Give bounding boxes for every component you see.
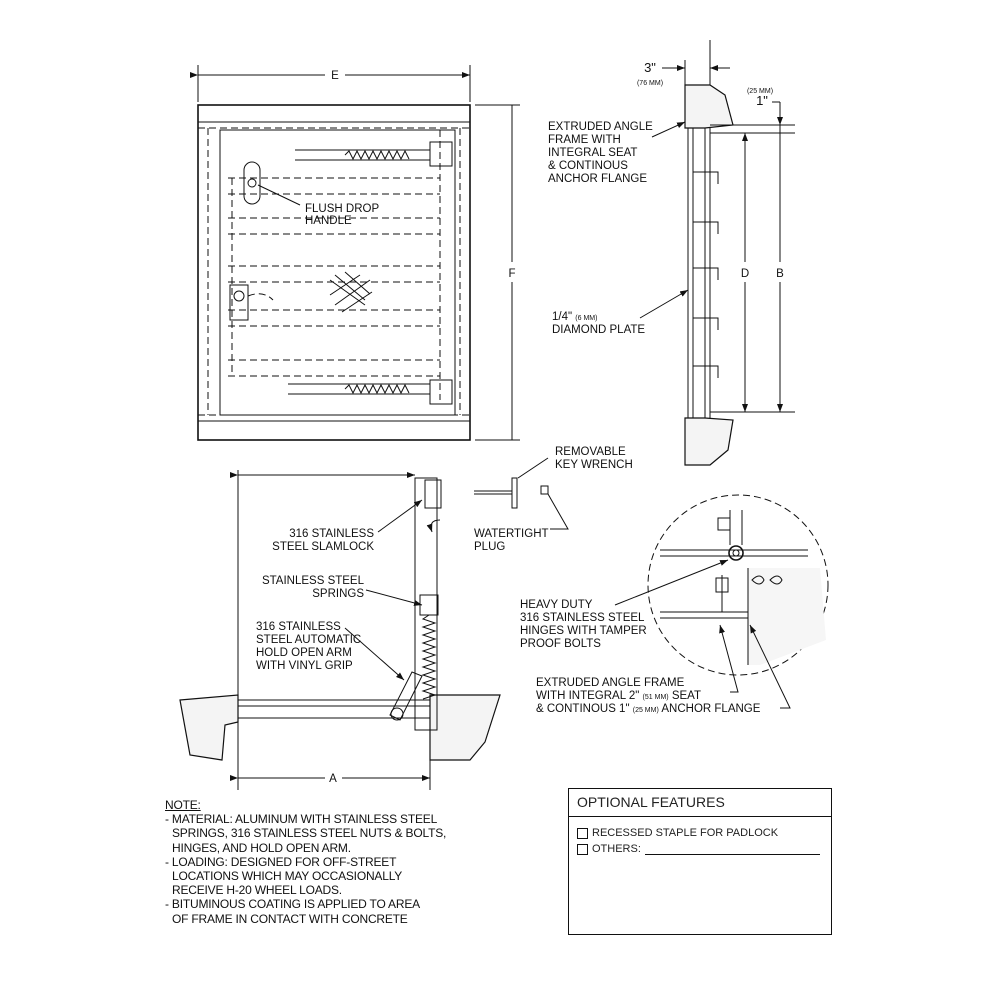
detail-frame-label-3: & CONTINOUS 1" (25 MM) ANCHOR FLANGE: [536, 703, 761, 715]
hinge-pin: [728, 545, 744, 561]
note-line: - MATERIAL: ALUMINUM WITH STAINLESS STEE…: [165, 812, 438, 827]
optional-features-title: OPTIONAL FEATURES: [569, 789, 831, 817]
side-section-view: 3" (76 MM) (25 MM) 1" D B EXTRUDED ANGLE…: [548, 40, 795, 466]
frame-label-1: EXTRUDED ANGLE: [548, 121, 653, 133]
note-line: OF FRAME IN CONTACT WITH CONCRETE: [172, 911, 408, 926]
note-line: HINGES, AND HOLD OPEN ARM.: [172, 840, 351, 855]
diamond-pattern-icon: [329, 271, 373, 313]
open-section-view: A 316 STAINLESS STEEL SLAMLOCK STAINLESS…: [179, 446, 633, 790]
plug-label-1: WATERTIGHT: [474, 528, 549, 540]
detail-frame-label-2: WITH INTEGRAL 2" (51 MM) SEAT: [536, 690, 701, 702]
door-panel: [219, 129, 456, 416]
arm-label-2: STEEL AUTOMATIC: [256, 634, 361, 646]
arm-label-4: WITH VINYL GRIP: [256, 660, 353, 672]
frame-label-5: ANCHOR FLANGE: [548, 173, 647, 185]
spring: [421, 614, 437, 700]
spring-assembly-top: [295, 141, 453, 167]
notes-title: NOTE:: [165, 798, 201, 812]
note-line: RECEIVE H-20 WHEEL LOADS.: [172, 883, 342, 898]
frame-label-2: FRAME WITH: [548, 134, 621, 146]
dim-1in-mm-label: (25 MM): [747, 88, 773, 95]
optional-features-box: OPTIONAL FEATURES RECESSED STAPLE FOR PA…: [568, 788, 832, 935]
hinge-detail-view: HEAVY DUTY 316 STAINLESS STEEL HINGES WI…: [520, 494, 829, 715]
springs-label-2: SPRINGS: [312, 588, 364, 600]
note-line: - BITUMINOUS COATING IS APPLIED TO AREA: [165, 897, 420, 912]
dim-e-label: E: [331, 70, 339, 82]
plug-label-2: PLUG: [474, 541, 505, 553]
key-wrench-icon: [474, 477, 518, 509]
outer-frame: [197, 104, 471, 441]
wing-nut-icon: [751, 575, 783, 585]
slamlock-label-2: STEEL SLAMLOCK: [272, 541, 374, 553]
option-others[interactable]: OTHERS:: [569, 843, 831, 855]
hold-open-arm: [389, 671, 423, 721]
others-blank-line[interactable]: [644, 844, 820, 855]
dim-3in-label: 3": [644, 60, 656, 75]
plan-view: E F FLUSH DROP HANDLE: [190, 65, 520, 441]
dim-3in-mm-label: (76 MM): [637, 80, 663, 87]
dim-1in-label: 1": [756, 93, 768, 108]
detail-frame-label-1: EXTRUDED ANGLE FRAME: [536, 677, 685, 689]
wrench-label-1: REMOVABLE: [555, 446, 626, 458]
slamlock: [229, 284, 249, 321]
handle-label-line1: FLUSH DROP: [305, 203, 379, 215]
option-recessed-staple[interactable]: RECESSED STAPLE FOR PADLOCK: [569, 827, 831, 839]
note-line: LOCATIONS WHICH MAY OCCASIONALLY: [172, 869, 403, 884]
spring-assembly-bottom: [288, 379, 453, 405]
frame-label-4: & CONTINOUS: [548, 160, 628, 172]
option-label: OTHERS:: [592, 843, 641, 855]
checkbox[interactable]: [577, 827, 588, 839]
hinge-label-2: 316 STAINLESS STEEL: [520, 612, 645, 624]
dim-f-label: F: [508, 268, 515, 280]
flush-drop-handle: [243, 161, 261, 205]
hinge-label-3: HINGES WITH TAMPER: [520, 625, 647, 637]
plate-label-1: 1/4" (6 MM): [552, 311, 597, 323]
note-line: SPRINGS, 316 STAINLESS STEEL NUTS & BOLT…: [172, 826, 447, 841]
dim-d-label: D: [741, 268, 749, 280]
arm-label-1: 316 STAINLESS: [256, 621, 341, 633]
checkbox[interactable]: [577, 843, 588, 855]
frame-label-3: INTEGRAL SEAT: [548, 147, 637, 159]
notes-block: NOTE: - MATERIAL: ALUMINUM WITH STAINLES…: [165, 798, 446, 926]
plug-icon: [540, 485, 549, 495]
wrench-label-2: KEY WRENCH: [555, 459, 633, 471]
dim-b-label: B: [776, 268, 784, 280]
option-label: RECESSED STAPLE FOR PADLOCK: [592, 827, 779, 839]
springs-label-1: STAINLESS STEEL: [262, 575, 365, 587]
dim-a-label: A: [329, 773, 337, 785]
note-line: - LOADING: DESIGNED FOR OFF-STREET: [165, 854, 397, 869]
arm-label-3: HOLD OPEN ARM: [256, 647, 352, 659]
plate-label-2: DIAMOND PLATE: [552, 324, 645, 336]
hinge-label-4: PROOF BOLTS: [520, 638, 601, 650]
slamlock-label-1: 316 STAINLESS: [289, 528, 374, 540]
hinge-label-1: HEAVY DUTY: [520, 599, 593, 611]
handle-label-line2: HANDLE: [305, 215, 352, 227]
